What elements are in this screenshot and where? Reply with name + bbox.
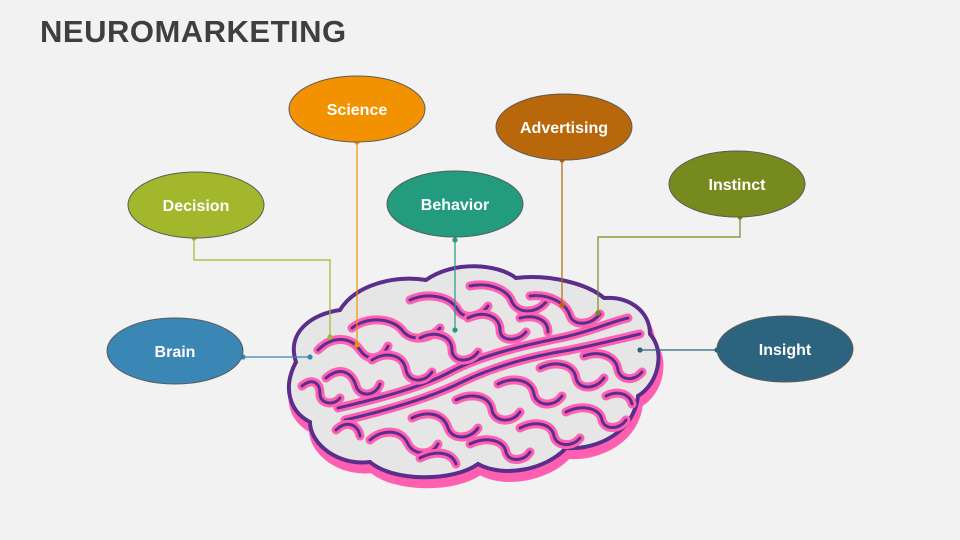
behavior-connector-dot xyxy=(452,237,458,243)
decision-connector xyxy=(193,238,331,337)
brain-fold xyxy=(518,422,582,446)
insight-connector-dot xyxy=(637,347,643,353)
bubble-brain: Brain xyxy=(106,317,244,385)
bubble-advertising: Advertising xyxy=(495,93,633,161)
brain-fold xyxy=(466,313,528,341)
bubble-behavior: Behavior xyxy=(386,170,524,238)
bubble-instinct-label: Instinct xyxy=(709,177,767,194)
brain-fold xyxy=(468,438,532,461)
science-connector-dot xyxy=(354,342,360,348)
brain-fold xyxy=(410,412,480,439)
brain-fold xyxy=(418,451,458,466)
bubble-science-label: Science xyxy=(327,102,388,119)
brain-fold xyxy=(300,380,342,405)
bubble-insight: Insight xyxy=(716,315,854,383)
bubble-decision-label: Decision xyxy=(163,198,230,215)
brain-fold xyxy=(582,352,644,380)
brain-fold xyxy=(528,294,602,325)
advertising-connector-dot xyxy=(559,302,565,308)
brain-fold xyxy=(370,353,434,382)
bubble-behavior-label: Behavior xyxy=(421,197,489,214)
bubble-science-shape xyxy=(288,75,426,143)
instinct-connector-dot xyxy=(595,310,601,316)
bubble-insight-shape xyxy=(716,315,854,383)
instinct-connector xyxy=(597,217,741,313)
brain-fold xyxy=(468,283,548,313)
bubble-brain-label: Brain xyxy=(155,344,196,361)
bubble-instinct-shape xyxy=(668,150,806,218)
brain-illustration xyxy=(286,264,664,489)
bubble-insight-label: Insight xyxy=(759,342,812,359)
bubble-brain-shape xyxy=(106,317,244,385)
page-title: NEUROMARKETING xyxy=(40,14,347,49)
bubble-advertising-label: Advertising xyxy=(520,120,608,137)
brain-fold xyxy=(604,391,634,406)
bubble-behavior-shape xyxy=(386,170,524,238)
bubble-decision-shape xyxy=(127,171,265,239)
brain-fold xyxy=(518,315,550,334)
behavior-connector-dot xyxy=(452,327,458,333)
brain-fold xyxy=(418,333,480,362)
brain-fold xyxy=(496,378,564,406)
brain-connector-dot xyxy=(307,354,313,360)
decision-connector-dot xyxy=(327,334,333,340)
brain-fold xyxy=(538,362,606,389)
brain-fold xyxy=(334,422,362,438)
bubble-advertising-shape xyxy=(495,93,633,161)
brain-fold xyxy=(336,316,630,410)
brain-fold xyxy=(564,406,628,429)
brain-fold xyxy=(343,332,642,422)
bubble-decision: Decision xyxy=(127,171,265,239)
brain-fold xyxy=(454,394,522,422)
bubble-science: Science xyxy=(288,75,426,143)
brain-fold xyxy=(324,370,382,396)
bubble-instinct: Instinct xyxy=(668,150,806,218)
